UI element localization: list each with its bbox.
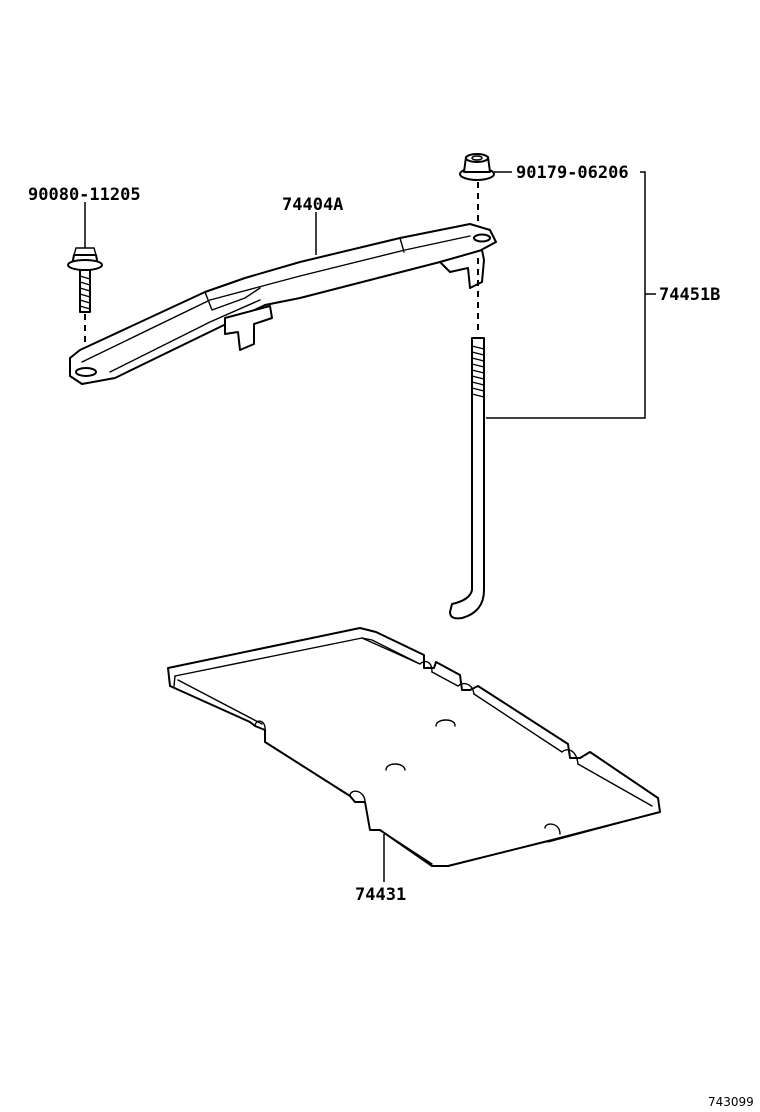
leader-bolt-assembly-bracket — [486, 171, 646, 419]
label-tray: 74431 — [355, 885, 406, 905]
label-bolt: 90080-11205 — [28, 185, 141, 205]
battery-clamp — [69, 223, 497, 385]
battery-tray — [167, 627, 661, 867]
label-nut: 90179-06206 — [516, 163, 629, 183]
figure-code: 743099 — [708, 1095, 754, 1109]
flange-nut — [459, 153, 495, 181]
label-bolt-assembly: 74451B — [659, 285, 720, 305]
battery-hold-down-rod — [449, 337, 485, 620]
label-clamp: 74404A — [282, 195, 343, 215]
flange-bolt — [67, 247, 103, 313]
